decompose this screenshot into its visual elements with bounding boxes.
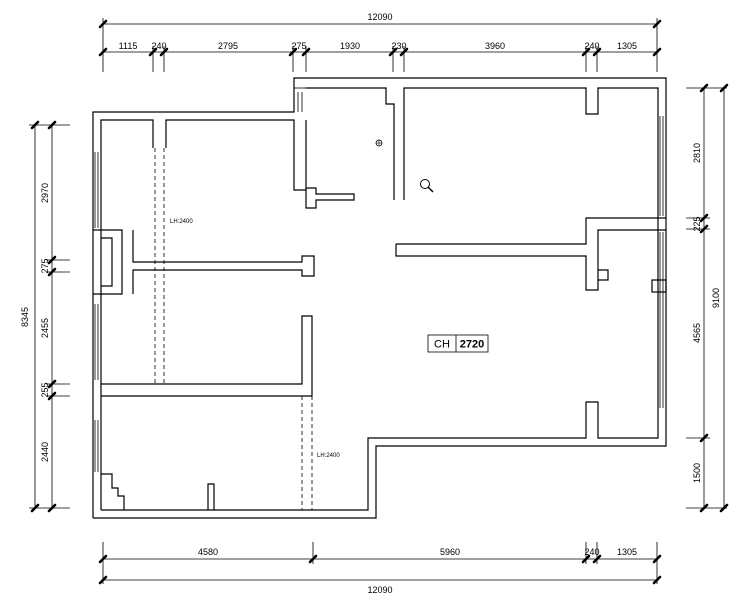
- dimension-label: 275: [291, 41, 306, 51]
- dimension-label: 1115: [119, 41, 138, 51]
- dimension-label: 255: [40, 382, 50, 397]
- dimension-top-total: 12090: [98, 12, 662, 72]
- dimension-label: 2440: [40, 442, 50, 462]
- dimension-left-total: 8345: [20, 120, 70, 513]
- dimension-label: 1930: [340, 41, 360, 51]
- dimension-label: 275: [40, 258, 50, 273]
- dimension-bottom-segments: 4580 5960 240 1305: [98, 542, 662, 584]
- dimension-left-segments: 2970 275 2455 255 2440: [40, 120, 70, 513]
- dimension-label: 9100: [711, 288, 721, 308]
- dimension-label: 8345: [20, 307, 30, 327]
- dimension-label: 4580: [198, 547, 218, 557]
- ceiling-height-tag-label: CH: [434, 339, 450, 351]
- floor-drain-icon: [375, 139, 383, 147]
- dimension-bottom-total: 12090: [98, 575, 662, 595]
- dimension-label: 2810: [692, 143, 702, 163]
- dimension-label: 2455: [40, 318, 50, 338]
- dimension-label: 12090: [367, 12, 392, 22]
- ceiling-height-tag: CH 2720: [427, 334, 489, 353]
- dimension-label: 240: [584, 547, 599, 557]
- windows: [94, 116, 664, 472]
- dimension-label: 2795: [218, 41, 238, 51]
- ceiling-height-label: LH:2400: [170, 219, 193, 225]
- dimension-label: 1305: [617, 41, 637, 51]
- dimension-label: 12090: [367, 585, 392, 595]
- magnifier-icon[interactable]: [420, 179, 434, 193]
- dimension-label: 4565: [692, 323, 702, 343]
- dimension-right-segments: 2810 225 4565 1500: [686, 83, 727, 513]
- dimension-label: 2970: [40, 183, 50, 203]
- dimension-label: 240: [584, 41, 599, 51]
- walls: [92, 77, 667, 519]
- dimension-label: 230: [391, 41, 406, 51]
- dimension-label: 1500: [692, 463, 702, 483]
- dimension-label: 240: [151, 41, 166, 51]
- dashed-lines: [154, 148, 313, 510]
- ceiling-height-tag-value: 2720: [460, 339, 484, 351]
- dimension-label: 3960: [485, 41, 505, 51]
- ceiling-height-label: LH:2400: [317, 453, 340, 459]
- dimension-label: 1305: [617, 547, 637, 557]
- dimension-top-segments: 1115 240 2795 275 1930 230 3960 240 1305: [98, 41, 662, 72]
- dimension-label: 5960: [440, 547, 460, 557]
- dimension-label: 225: [692, 216, 702, 231]
- dimension-right-total: 9100: [711, 83, 729, 513]
